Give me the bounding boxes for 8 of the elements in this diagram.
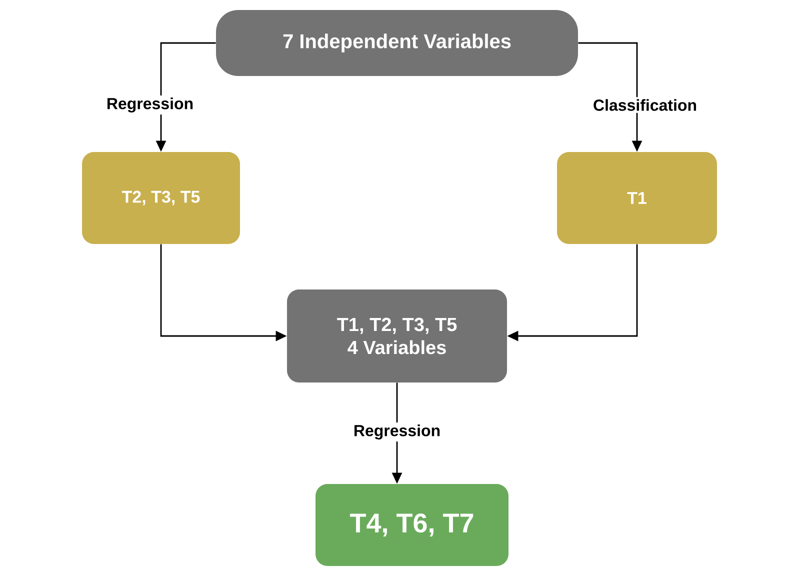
edge-label: Regression: [104, 96, 196, 114]
process-box: T1: [557, 152, 717, 244]
process-box: T2, T3, T5: [82, 152, 240, 244]
process-box: 7 Independent Variables: [216, 10, 578, 76]
edge-label: Regression: [351, 422, 443, 442]
process-box: T4, T6, T7: [316, 484, 508, 566]
process-box: T1, T2, T3, T5 4 Variables: [287, 290, 507, 382]
edge-label: Classification: [591, 97, 700, 113]
